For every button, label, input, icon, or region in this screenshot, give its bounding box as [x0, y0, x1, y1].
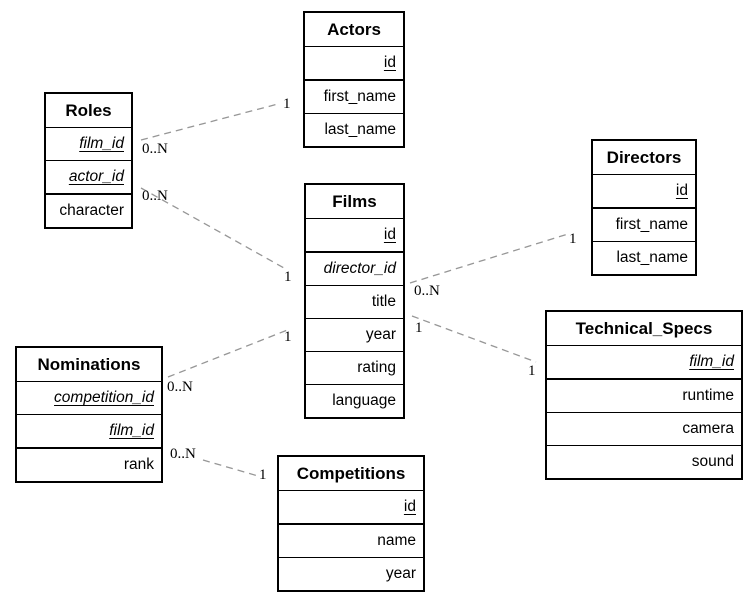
- relation-line-nominations-competitions: [202, 459, 259, 477]
- relation-line-films-directors: [409, 233, 569, 284]
- column-label: rating: [357, 359, 396, 376]
- entity-table-nominations: Nominations competition_id film_id rank: [15, 346, 163, 483]
- relation-line-films-technical-specs: [411, 315, 537, 363]
- table-title: Competitions: [279, 457, 423, 491]
- cardinality-label: 0..N: [142, 141, 168, 157]
- column-row: id: [306, 219, 403, 253]
- column-label: first_name: [615, 216, 688, 233]
- cardinality-label: 0..N: [142, 188, 168, 204]
- column-label: director_id: [323, 260, 396, 277]
- column-label: character: [59, 202, 124, 219]
- cardinality-label: 1: [528, 363, 536, 379]
- table-title: Directors: [593, 141, 695, 175]
- column-row: camera: [547, 413, 741, 446]
- entity-table-directors: Directors id first_name last_name: [591, 139, 697, 276]
- column-label: last_name: [324, 121, 396, 138]
- table-title: Technical_Specs: [547, 312, 741, 346]
- entity-table-technical-specs: Technical_Specs film_id runtime camera s…: [545, 310, 743, 480]
- column-row: film_id: [46, 128, 131, 161]
- column-row: first_name: [593, 209, 695, 242]
- column-row: rank: [17, 449, 161, 481]
- column-label: runtime: [682, 387, 734, 404]
- column-label: title: [371, 293, 396, 310]
- column-row: last_name: [305, 114, 403, 146]
- entity-table-actors: Actors id first_name last_name: [303, 11, 405, 148]
- table-title: Actors: [305, 13, 403, 47]
- relation-line-nominations-films: [167, 328, 291, 378]
- column-label: last_name: [616, 249, 688, 266]
- column-row: title: [306, 286, 403, 319]
- column-label: id: [383, 226, 396, 243]
- column-row: id: [279, 491, 423, 525]
- column-label: competition_id: [54, 389, 154, 406]
- cardinality-label: 1: [283, 96, 291, 112]
- cardinality-label: 1: [415, 320, 423, 336]
- column-row: first_name: [305, 81, 403, 114]
- entity-table-roles: Roles film_id actor_id character: [44, 92, 133, 229]
- column-label: rank: [123, 456, 154, 473]
- column-row: competition_id: [17, 382, 161, 415]
- column-label: year: [365, 326, 396, 343]
- table-title: Nominations: [17, 348, 161, 382]
- column-row: rating: [306, 352, 403, 385]
- cardinality-label: 1: [259, 467, 267, 483]
- column-row: film_id: [547, 346, 741, 380]
- column-label: id: [403, 498, 416, 515]
- cardinality-label: 1: [284, 269, 292, 285]
- column-row: year: [279, 558, 423, 590]
- cardinality-label: 1: [569, 231, 577, 247]
- column-label: language: [332, 392, 396, 409]
- column-label: film_id: [689, 353, 734, 370]
- column-label: first_name: [323, 88, 396, 105]
- column-label: year: [385, 565, 416, 582]
- column-row: film_id: [17, 415, 161, 449]
- cardinality-label: 0..N: [170, 446, 196, 462]
- column-row: id: [305, 47, 403, 81]
- column-row: actor_id: [46, 161, 131, 195]
- column-label: id: [383, 54, 396, 71]
- column-row: year: [306, 319, 403, 352]
- column-row: character: [46, 195, 131, 227]
- column-row: director_id: [306, 253, 403, 286]
- table-title: Films: [306, 185, 403, 219]
- relation-line-roles-films: [140, 187, 285, 269]
- entity-table-competitions: Competitions id name year: [277, 455, 425, 592]
- column-label: film_id: [79, 135, 124, 152]
- column-row: name: [279, 525, 423, 558]
- column-row: sound: [547, 446, 741, 478]
- column-row: runtime: [547, 380, 741, 413]
- column-label: actor_id: [68, 168, 124, 185]
- column-label: film_id: [109, 422, 154, 439]
- entity-table-films: Films id director_id title year rating l…: [304, 183, 405, 419]
- column-label: sound: [691, 453, 734, 470]
- table-title: Roles: [46, 94, 131, 128]
- column-row: last_name: [593, 242, 695, 274]
- column-row: id: [593, 175, 695, 209]
- column-label: name: [377, 532, 416, 549]
- column-label: camera: [682, 420, 734, 437]
- cardinality-label: 0..N: [414, 283, 440, 299]
- cardinality-label: 0..N: [167, 379, 193, 395]
- relation-line-roles-actors: [140, 103, 279, 141]
- column-row: language: [306, 385, 403, 417]
- column-label: id: [675, 182, 688, 199]
- cardinality-label: 1: [284, 329, 292, 345]
